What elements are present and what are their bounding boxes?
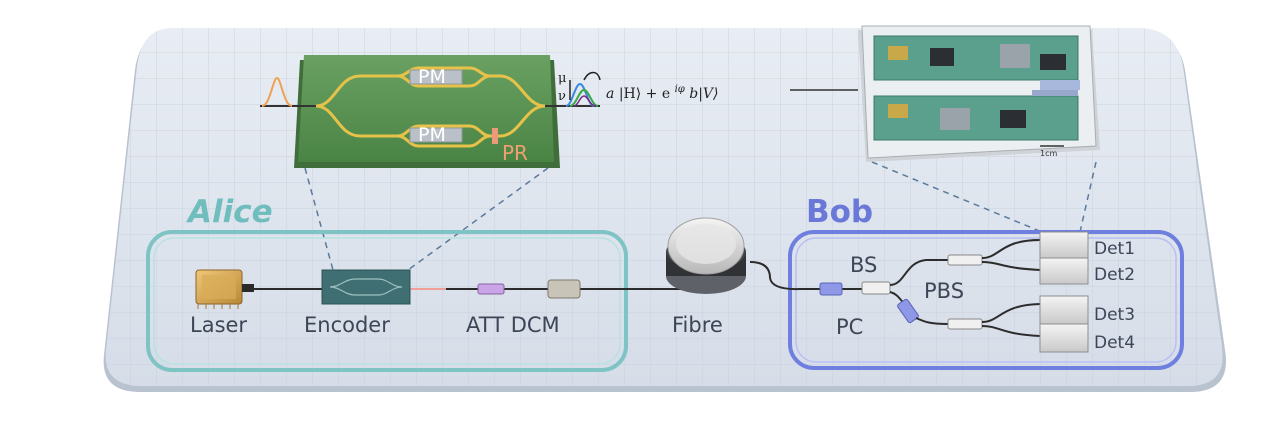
det1-label: Det1 — [1094, 239, 1135, 259]
state-h: |H⟩ + e — [619, 86, 670, 102]
pbs-label: PBS — [924, 279, 964, 303]
state-v: b|V⟩ — [689, 86, 718, 102]
fibre-spool — [666, 218, 746, 294]
att-dcm-label: ATT DCM — [466, 313, 560, 337]
det3-label: Det3 — [1094, 305, 1135, 325]
det2-label: Det2 — [1094, 265, 1135, 285]
fibre-label: Fibre — [672, 313, 723, 337]
state-exp: iφ — [675, 84, 685, 95]
encoder-chip-small — [322, 270, 410, 304]
alice-title: Alice — [185, 194, 273, 230]
bob-title: Bob — [806, 194, 873, 230]
dcm-component — [548, 280, 580, 298]
pc-label: PC — [836, 315, 863, 339]
att-component — [478, 284, 504, 294]
pm-bottom-label: PM — [418, 124, 446, 146]
bs-label: BS — [850, 253, 877, 277]
encoder-label: Encoder — [304, 313, 390, 337]
pr-label: PR — [502, 141, 528, 165]
detector-board-zoom — [858, 26, 1100, 162]
pm-top-label: PM — [418, 66, 446, 88]
mu-label: μ — [558, 71, 566, 86]
det4-label: Det4 — [1094, 333, 1135, 353]
scale-label: 1cm — [1040, 149, 1057, 158]
laser-label: Laser — [190, 313, 247, 337]
state-a: a — [606, 86, 614, 102]
nu-label: ν — [558, 89, 566, 104]
